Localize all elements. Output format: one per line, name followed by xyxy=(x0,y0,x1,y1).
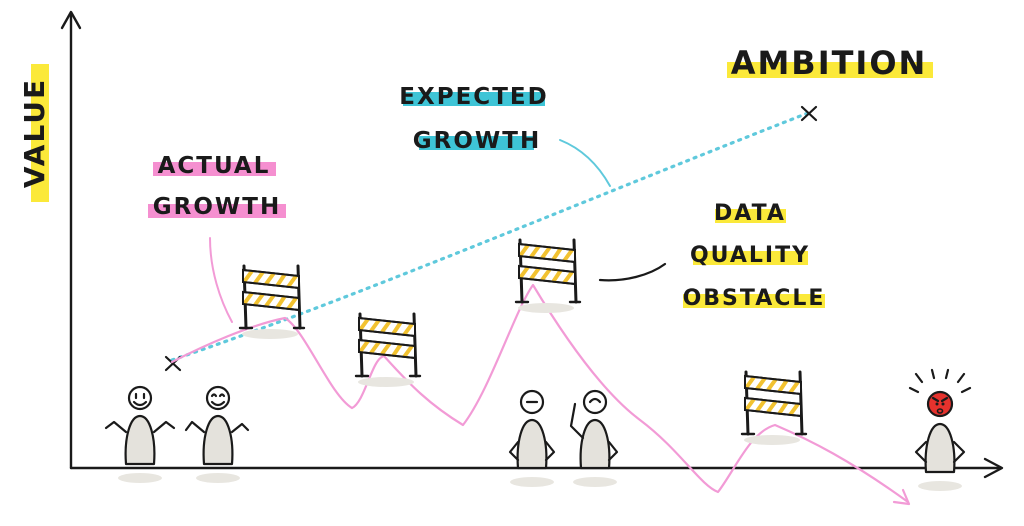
barrier-icon xyxy=(354,312,422,389)
actual-label-line1: ACTUAL xyxy=(158,153,271,179)
figures xyxy=(104,368,972,491)
obstacle-highlight-1 xyxy=(715,209,786,223)
actual-growth-arrow-icon xyxy=(892,488,911,506)
actual-label-line2: GROWTH xyxy=(153,194,281,220)
actual-leader-line xyxy=(209,237,233,323)
ambition-highlight xyxy=(727,62,933,78)
obstacle-label-line2: QUALITY xyxy=(690,243,810,268)
x-axis-arrow-icon xyxy=(983,457,1004,479)
expected-label-line2: GROWTH xyxy=(413,128,541,154)
happy-figure-icon xyxy=(104,385,176,485)
angry-figure-icon xyxy=(908,368,972,491)
anger-marks-icon xyxy=(908,368,972,394)
ambition-marker-icon xyxy=(800,105,818,122)
y-axis-label: VALUE xyxy=(18,78,51,188)
happy-figure-icon xyxy=(184,385,250,485)
obstacle-label-line1: DATA xyxy=(714,201,786,226)
expected-leader-line xyxy=(559,139,611,187)
actual-growth-label-group: ACTUAL GROWTH xyxy=(148,153,286,323)
neutral-figure-icon xyxy=(508,389,556,489)
y-label-highlight xyxy=(31,64,49,202)
obstacle-leader-line xyxy=(598,262,667,282)
expected-growth-label-group: EXPECTED GROWTH xyxy=(399,84,611,187)
obstacles xyxy=(238,238,808,447)
obstacle-label-line3: OBSTACLE xyxy=(683,286,826,311)
ambition-label-group: AMBITION xyxy=(727,44,933,82)
ambition-label: AMBITION xyxy=(731,44,928,82)
actual-growth-line xyxy=(170,283,910,504)
obstacle-highlight-2 xyxy=(693,251,808,265)
obstacle-label-group: DATA QUALITY OBSTACLE xyxy=(598,201,826,311)
barrier-icon xyxy=(514,238,582,315)
barrier-icon xyxy=(740,370,808,447)
obstacle-highlight-3 xyxy=(683,294,825,308)
expected-highlight-1 xyxy=(403,92,545,106)
y-axis-arrow-icon xyxy=(60,10,82,30)
expected-highlight-2 xyxy=(419,136,534,150)
actual-highlight-1 xyxy=(153,162,276,176)
actual-highlight-2 xyxy=(148,204,286,218)
worried-figure-icon xyxy=(569,389,619,489)
y-axis-label-group: VALUE xyxy=(18,64,51,202)
expected-label-line1: EXPECTED xyxy=(399,84,548,110)
barrier-icon xyxy=(238,264,306,341)
